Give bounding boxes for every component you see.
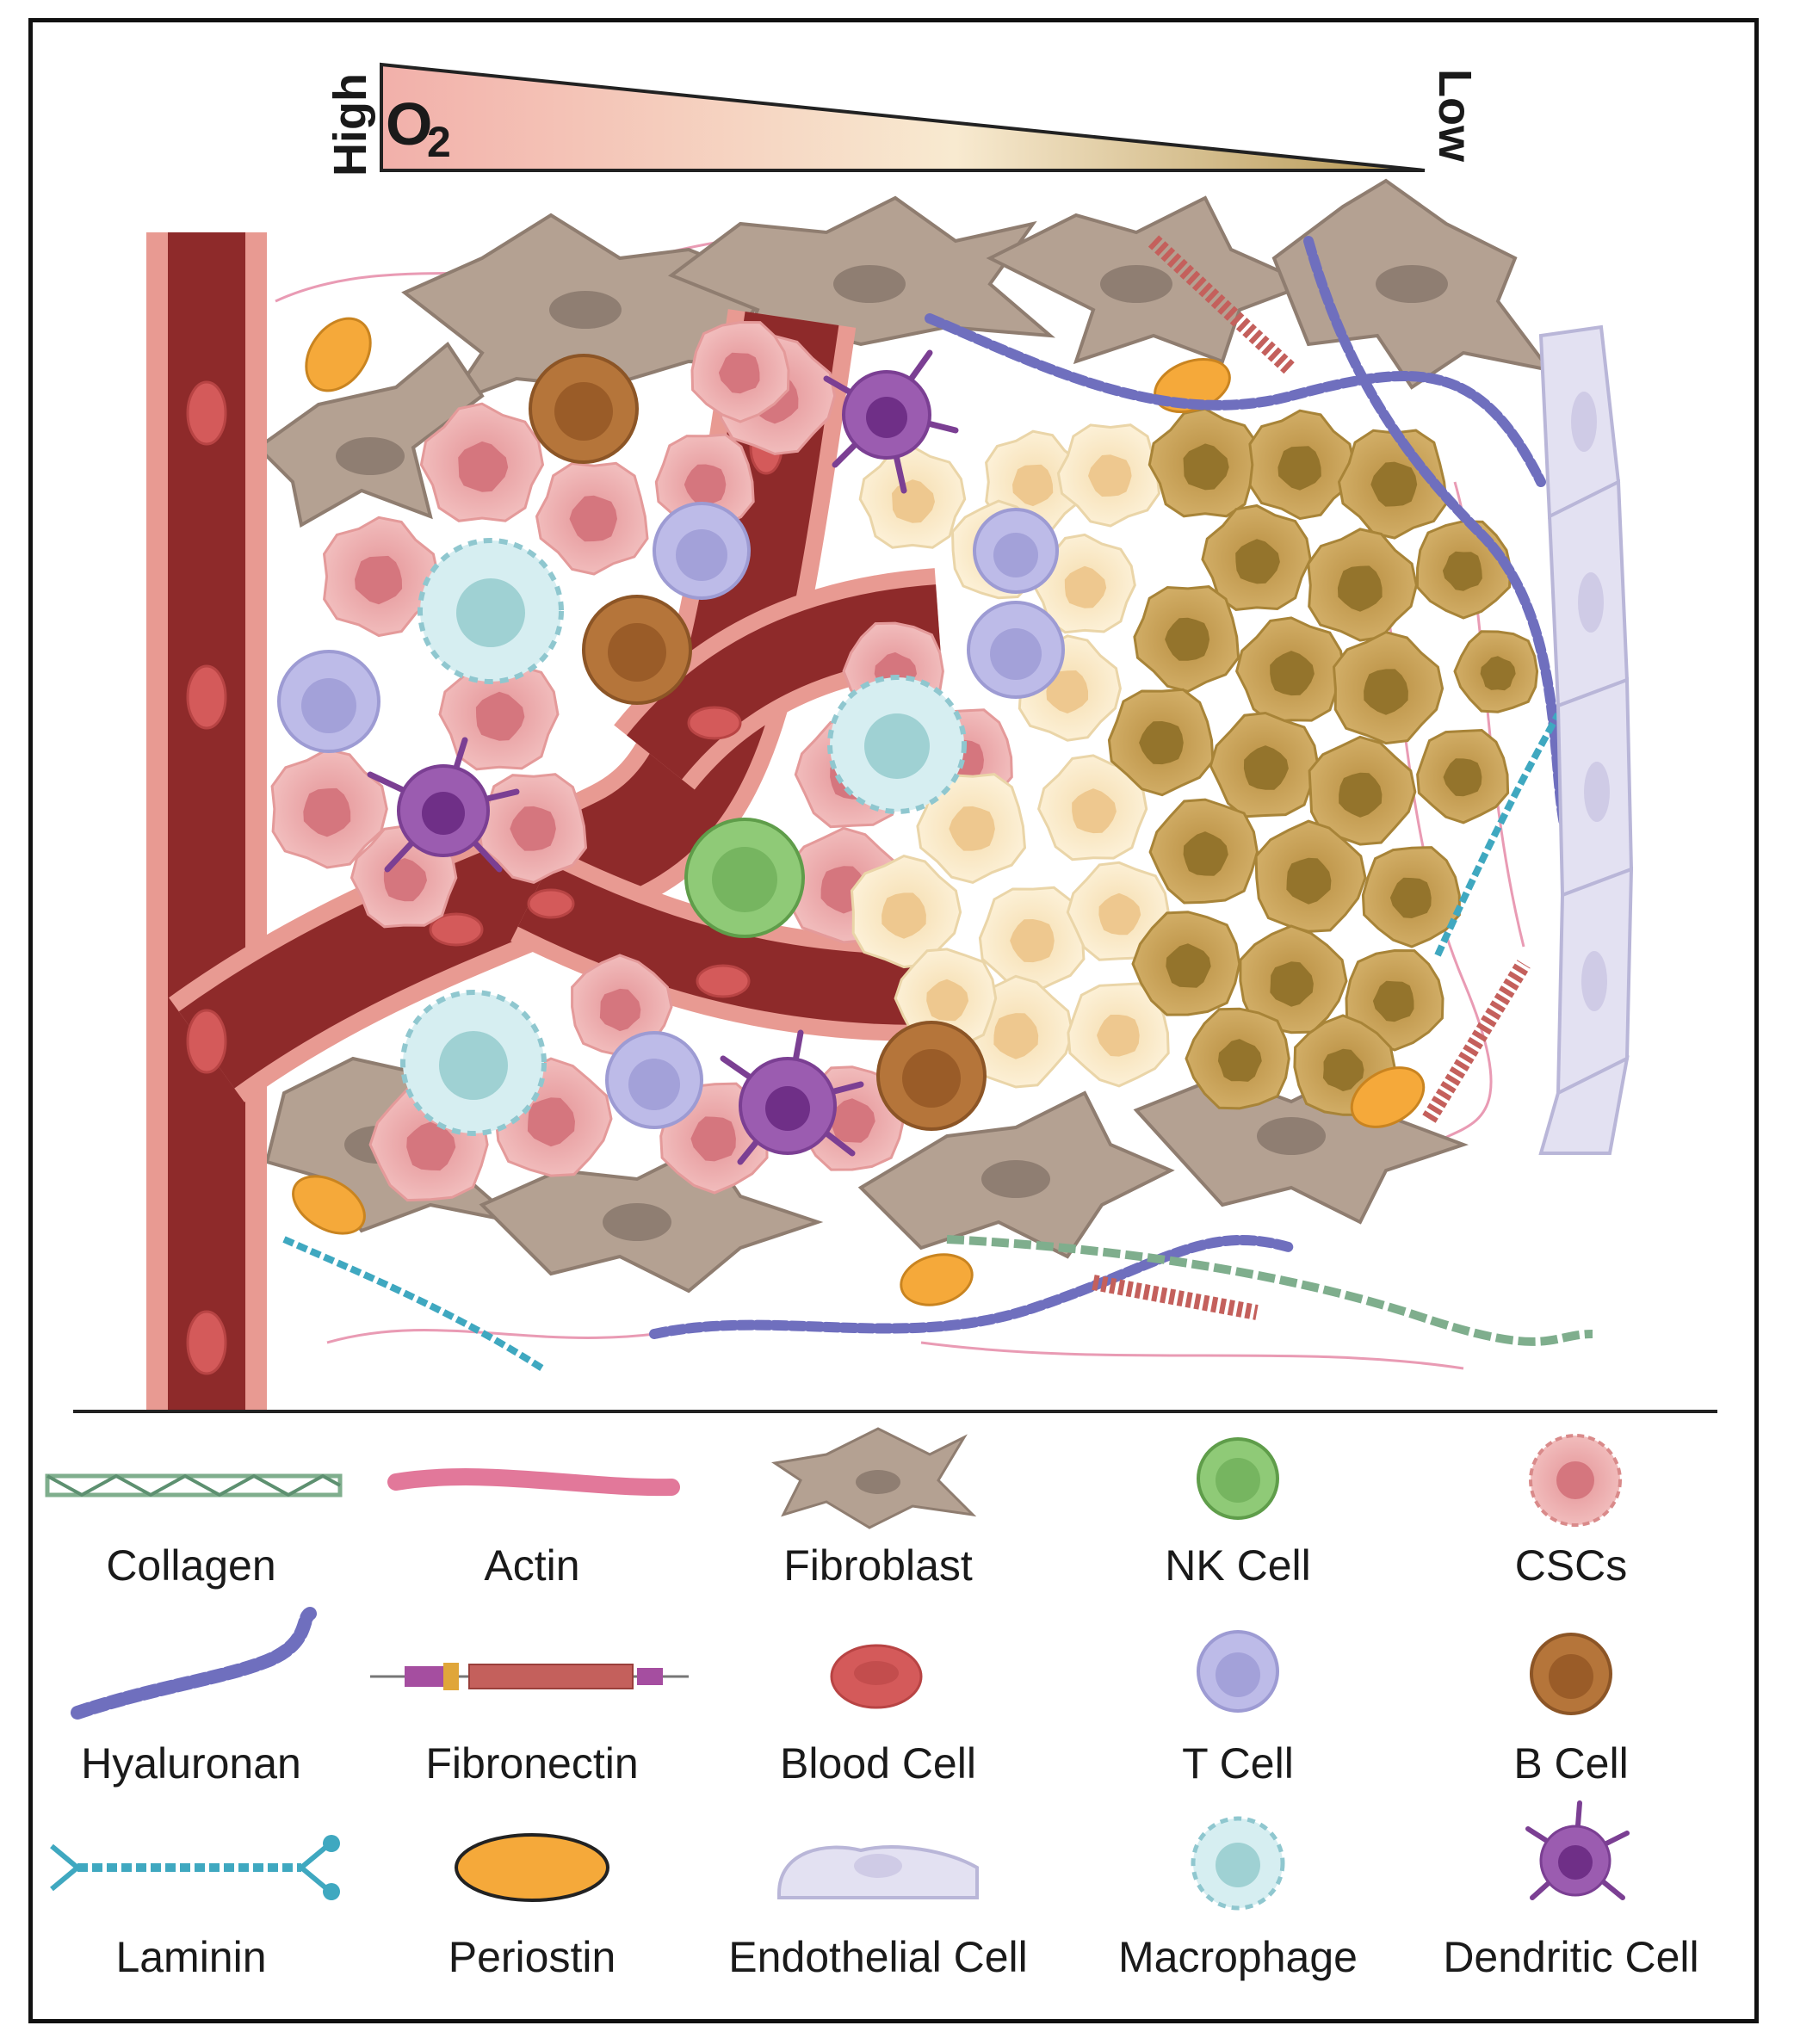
periostin-icon — [455, 1833, 609, 1902]
macrophage-icon — [1191, 1816, 1285, 1911]
legend-label-fibroblast: Fibroblast — [783, 1541, 973, 1590]
tumor-cell — [1032, 533, 1136, 634]
legend-label-periostin: Periostin — [448, 1933, 616, 1981]
csc — [322, 516, 440, 638]
tumor-cell — [1066, 861, 1170, 961]
legend-label-nk-cell: NK Cell — [1165, 1541, 1311, 1590]
csc — [419, 402, 545, 522]
fibronectin-icon — [370, 1663, 689, 1690]
periostin-deposits — [292, 317, 1426, 1306]
t-cell — [967, 601, 1065, 699]
hypoxic-tumor-cell — [1148, 407, 1263, 518]
nk-cell — [684, 818, 805, 938]
fibroblast — [255, 342, 485, 528]
dendritic-cell — [823, 349, 959, 494]
hypoxic-tumor-cell — [1332, 631, 1444, 745]
tumor-cell — [916, 773, 1027, 884]
b-cell — [876, 1021, 987, 1131]
oxygen-symbol: O — [386, 90, 432, 157]
immune-cells — [277, 349, 1065, 1165]
hypoxic-tumor-cell — [1133, 585, 1240, 693]
legend-label-endothelial-cell: Endothelial Cell — [728, 1933, 1028, 1981]
legend-label-blood-cell: Blood Cell — [780, 1739, 976, 1788]
endothelial-cell-icon — [777, 1845, 979, 1899]
hypoxic-tumor-cell — [1453, 630, 1539, 713]
low-oxygen-label: Low — [1429, 69, 1481, 163]
legend-label-hyaluronan: Hyaluronan — [81, 1739, 301, 1788]
dendritic-cell — [720, 1029, 864, 1165]
tumor-cell — [858, 445, 967, 549]
b-cell — [529, 354, 639, 464]
legend-label-cscs: CSCs — [1514, 1541, 1628, 1590]
t-cell-icon — [1197, 1630, 1279, 1713]
legend-label-macrophage: Macrophage — [1118, 1933, 1358, 1981]
t-cell — [653, 502, 751, 600]
hypoxic-tumor-cell — [1107, 688, 1215, 797]
blood-cell-icon — [830, 1644, 923, 1709]
fibroblast-icon — [771, 1427, 977, 1529]
vessel-lumen — [168, 232, 245, 1411]
hypoxic-tumor-cell — [1235, 616, 1346, 724]
hypoxic-tumor-cell — [1131, 911, 1241, 1016]
hypoxic-tumor-cell — [1308, 735, 1417, 846]
dendritic-cell — [367, 737, 520, 873]
collagen-icon — [45, 1473, 343, 1497]
tumor-cell — [894, 948, 998, 1047]
hypoxic-tumor-cell — [1209, 711, 1320, 818]
oxygen-subscript: 2 — [427, 118, 451, 166]
legend-label-t-cell: T Cell — [1182, 1739, 1294, 1788]
legend-label-dendritic-cell: Dendritic Cell — [1443, 1933, 1699, 1981]
tumor-cell — [978, 886, 1086, 995]
oxygen-gradient: O 2 High Low — [325, 62, 1481, 176]
csc — [438, 654, 560, 771]
t-cell — [277, 650, 380, 753]
csc — [477, 773, 588, 884]
csc-icon — [1529, 1434, 1622, 1527]
legend-label-b-cell: B Cell — [1513, 1739, 1629, 1788]
high-oxygen-label: High — [325, 73, 376, 176]
legend-label-laminin: Laminin — [115, 1933, 267, 1981]
hypoxic-tumor-cell — [1416, 728, 1510, 824]
macrophage — [418, 538, 564, 684]
b-cell-icon — [1530, 1633, 1612, 1715]
legend-label-actin: Actin — [484, 1541, 580, 1590]
tumor-cell — [1037, 754, 1148, 861]
hypoxic-tumor-cell — [1345, 948, 1444, 1052]
hyaluronan-icon — [71, 1607, 317, 1720]
hypoxic-tumor-cell — [1307, 528, 1418, 642]
nk-cell-icon — [1197, 1437, 1279, 1520]
hypoxic-tumor-cell — [1185, 1007, 1290, 1110]
macrophage — [400, 990, 547, 1136]
collagen-fibers — [946, 1235, 1593, 1346]
hypoxic-tumor-cells — [1107, 407, 1539, 1116]
oxygen-gradient-wedge — [380, 62, 1426, 172]
t-cell — [973, 508, 1059, 594]
csc — [571, 954, 673, 1057]
hypoxic-tumor-cell — [1361, 846, 1461, 948]
vessel-branch-lumen — [178, 312, 839, 1089]
hypoxic-tumor-cell — [1415, 520, 1513, 620]
actin-icon — [387, 1468, 680, 1497]
hypoxic-tumor-cell — [1148, 798, 1259, 905]
tumor-cell — [1056, 423, 1161, 528]
csc — [690, 320, 790, 423]
csc — [535, 461, 649, 576]
hypoxic-tumor-cell — [1254, 819, 1367, 933]
laminin-icon — [50, 1835, 340, 1900]
hypoxic-tumor-cell — [1248, 409, 1356, 521]
hyaluronan-chains — [649, 236, 1572, 1339]
dendritic-cell-icon — [1525, 1800, 1630, 1900]
b-cell — [582, 595, 692, 705]
hypoxic-tumor-cell — [1201, 503, 1312, 611]
legend-label-collagen: Collagen — [106, 1541, 276, 1590]
legend-icons — [45, 1427, 1630, 1911]
fibronectin-fibers — [1092, 235, 1531, 1320]
macrophage — [827, 675, 967, 814]
t-cell — [605, 1031, 703, 1129]
endothelial-nuclei — [1571, 392, 1610, 1011]
csc — [270, 748, 388, 869]
legend-label-fibronectin: Fibronectin — [425, 1739, 639, 1788]
laminin-fibers — [282, 713, 1562, 1372]
